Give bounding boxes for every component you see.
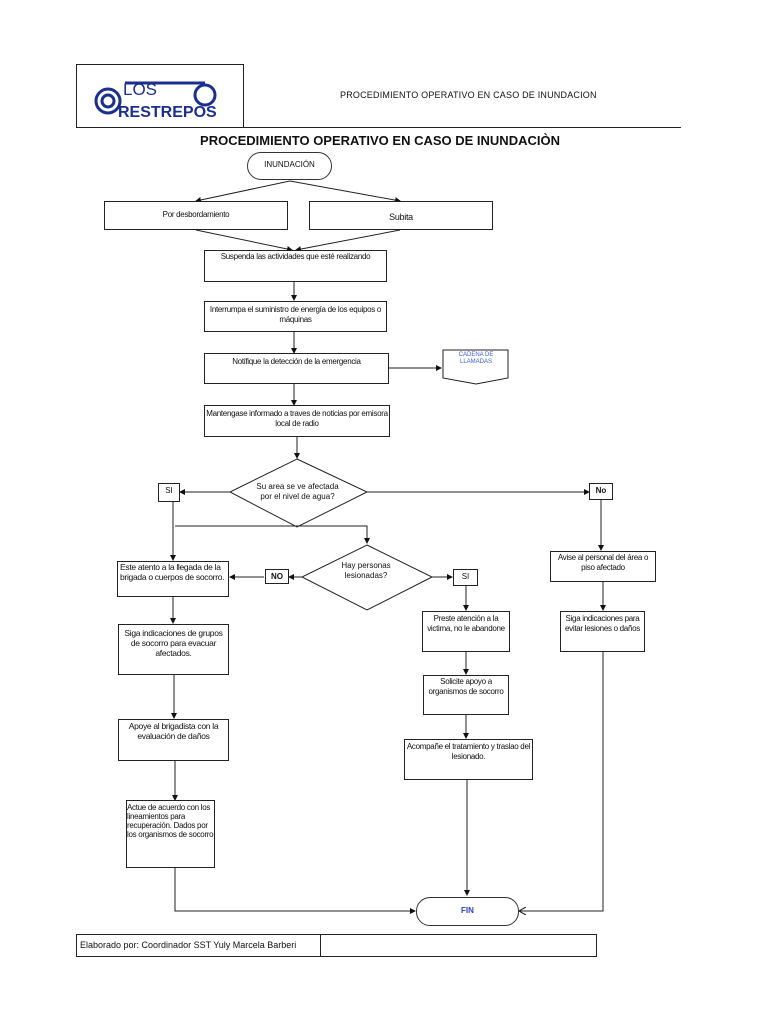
box-support-brigadist: Apoye al brigadista con la evaluación de… [118,719,229,761]
connector [295,229,401,253]
company-logo: LOS RESTREPOS [94,80,217,121]
box-follow-evacuation: Siga indicaciones de grupos de socorro p… [118,624,229,675]
box-follow-indications: Siga indicaciones para evitar lesiones o… [560,611,645,652]
prepared-by: Elaborado por: Coordinador SST Yuly Marc… [77,935,321,956]
end-terminator: FIN [416,897,519,926]
offpage-connector-shape [442,349,509,385]
logo-text-bottom: RESTREPOS [118,104,217,121]
label-yes-area: SI [158,483,180,502]
label-yes-injured: SI [453,569,478,586]
box-act-per-guidelines: Actue de acuerdo con los lineamientos pa… [126,800,215,868]
box-stay-informed: Mantengase informado a traves de noticia… [204,405,390,437]
decision-injured-text: Hay personas lesionadas? [341,561,391,580]
label-no-injured: NO [265,569,289,584]
footer-table: Elaborado por: Coordinador SST Yuly Marc… [76,934,597,957]
start-terminator: INUNDACIÓN [247,152,332,180]
box-suspend-activities: Suspenda las actividades que esté realiz… [204,250,387,282]
connector [174,868,416,914]
offpage-label-call-chain: CADENA DE LLAMADAS [458,352,494,365]
box-notify-emergency: Notifique la detección de la emergencia [204,353,389,384]
box-notify-personnel: Avise al personal del área o piso afecta… [550,551,656,582]
footer-empty-cell [321,935,596,956]
start-label: INUNDACIÓN [264,160,315,169]
connector [195,180,291,203]
header-divider [243,127,681,128]
box-por-desbordamiento: Por desbordamiento [104,201,288,230]
connector [175,525,370,544]
connector [195,229,293,252]
box-request-support: Solicite apoyo a organismos de socorro [423,675,509,715]
page-title: PROCEDIMIENTO OPERATIVO EN CASO DE INUND… [200,133,560,148]
box-interrupt-power: Interrumpa el suministro de energía de l… [204,301,387,332]
logo-box: LOS RESTREPOS [76,64,244,128]
document-header-title: PROCEDIMIENTO OPERATIVO EN CASO DE INUND… [340,90,597,100]
decision-area-affected-text: Su area se ve afectada por el nivel de a… [256,482,339,501]
label-no-area: No [589,483,613,500]
connector [519,652,604,911]
box-await-brigade: Este atento a la llegada de la brigada o… [117,561,229,597]
box-attend-victim: Preste atención a la victima, no le aban… [422,611,510,652]
decision-diamond-injured [300,544,434,611]
logo-text-top: LOS [123,80,157,99]
box-subita: Subita [309,201,493,230]
connector [289,180,401,204]
box-accompany-treatment: Acompañe el tratamiento y traslao del le… [404,739,533,780]
end-label: FIN [461,906,474,915]
